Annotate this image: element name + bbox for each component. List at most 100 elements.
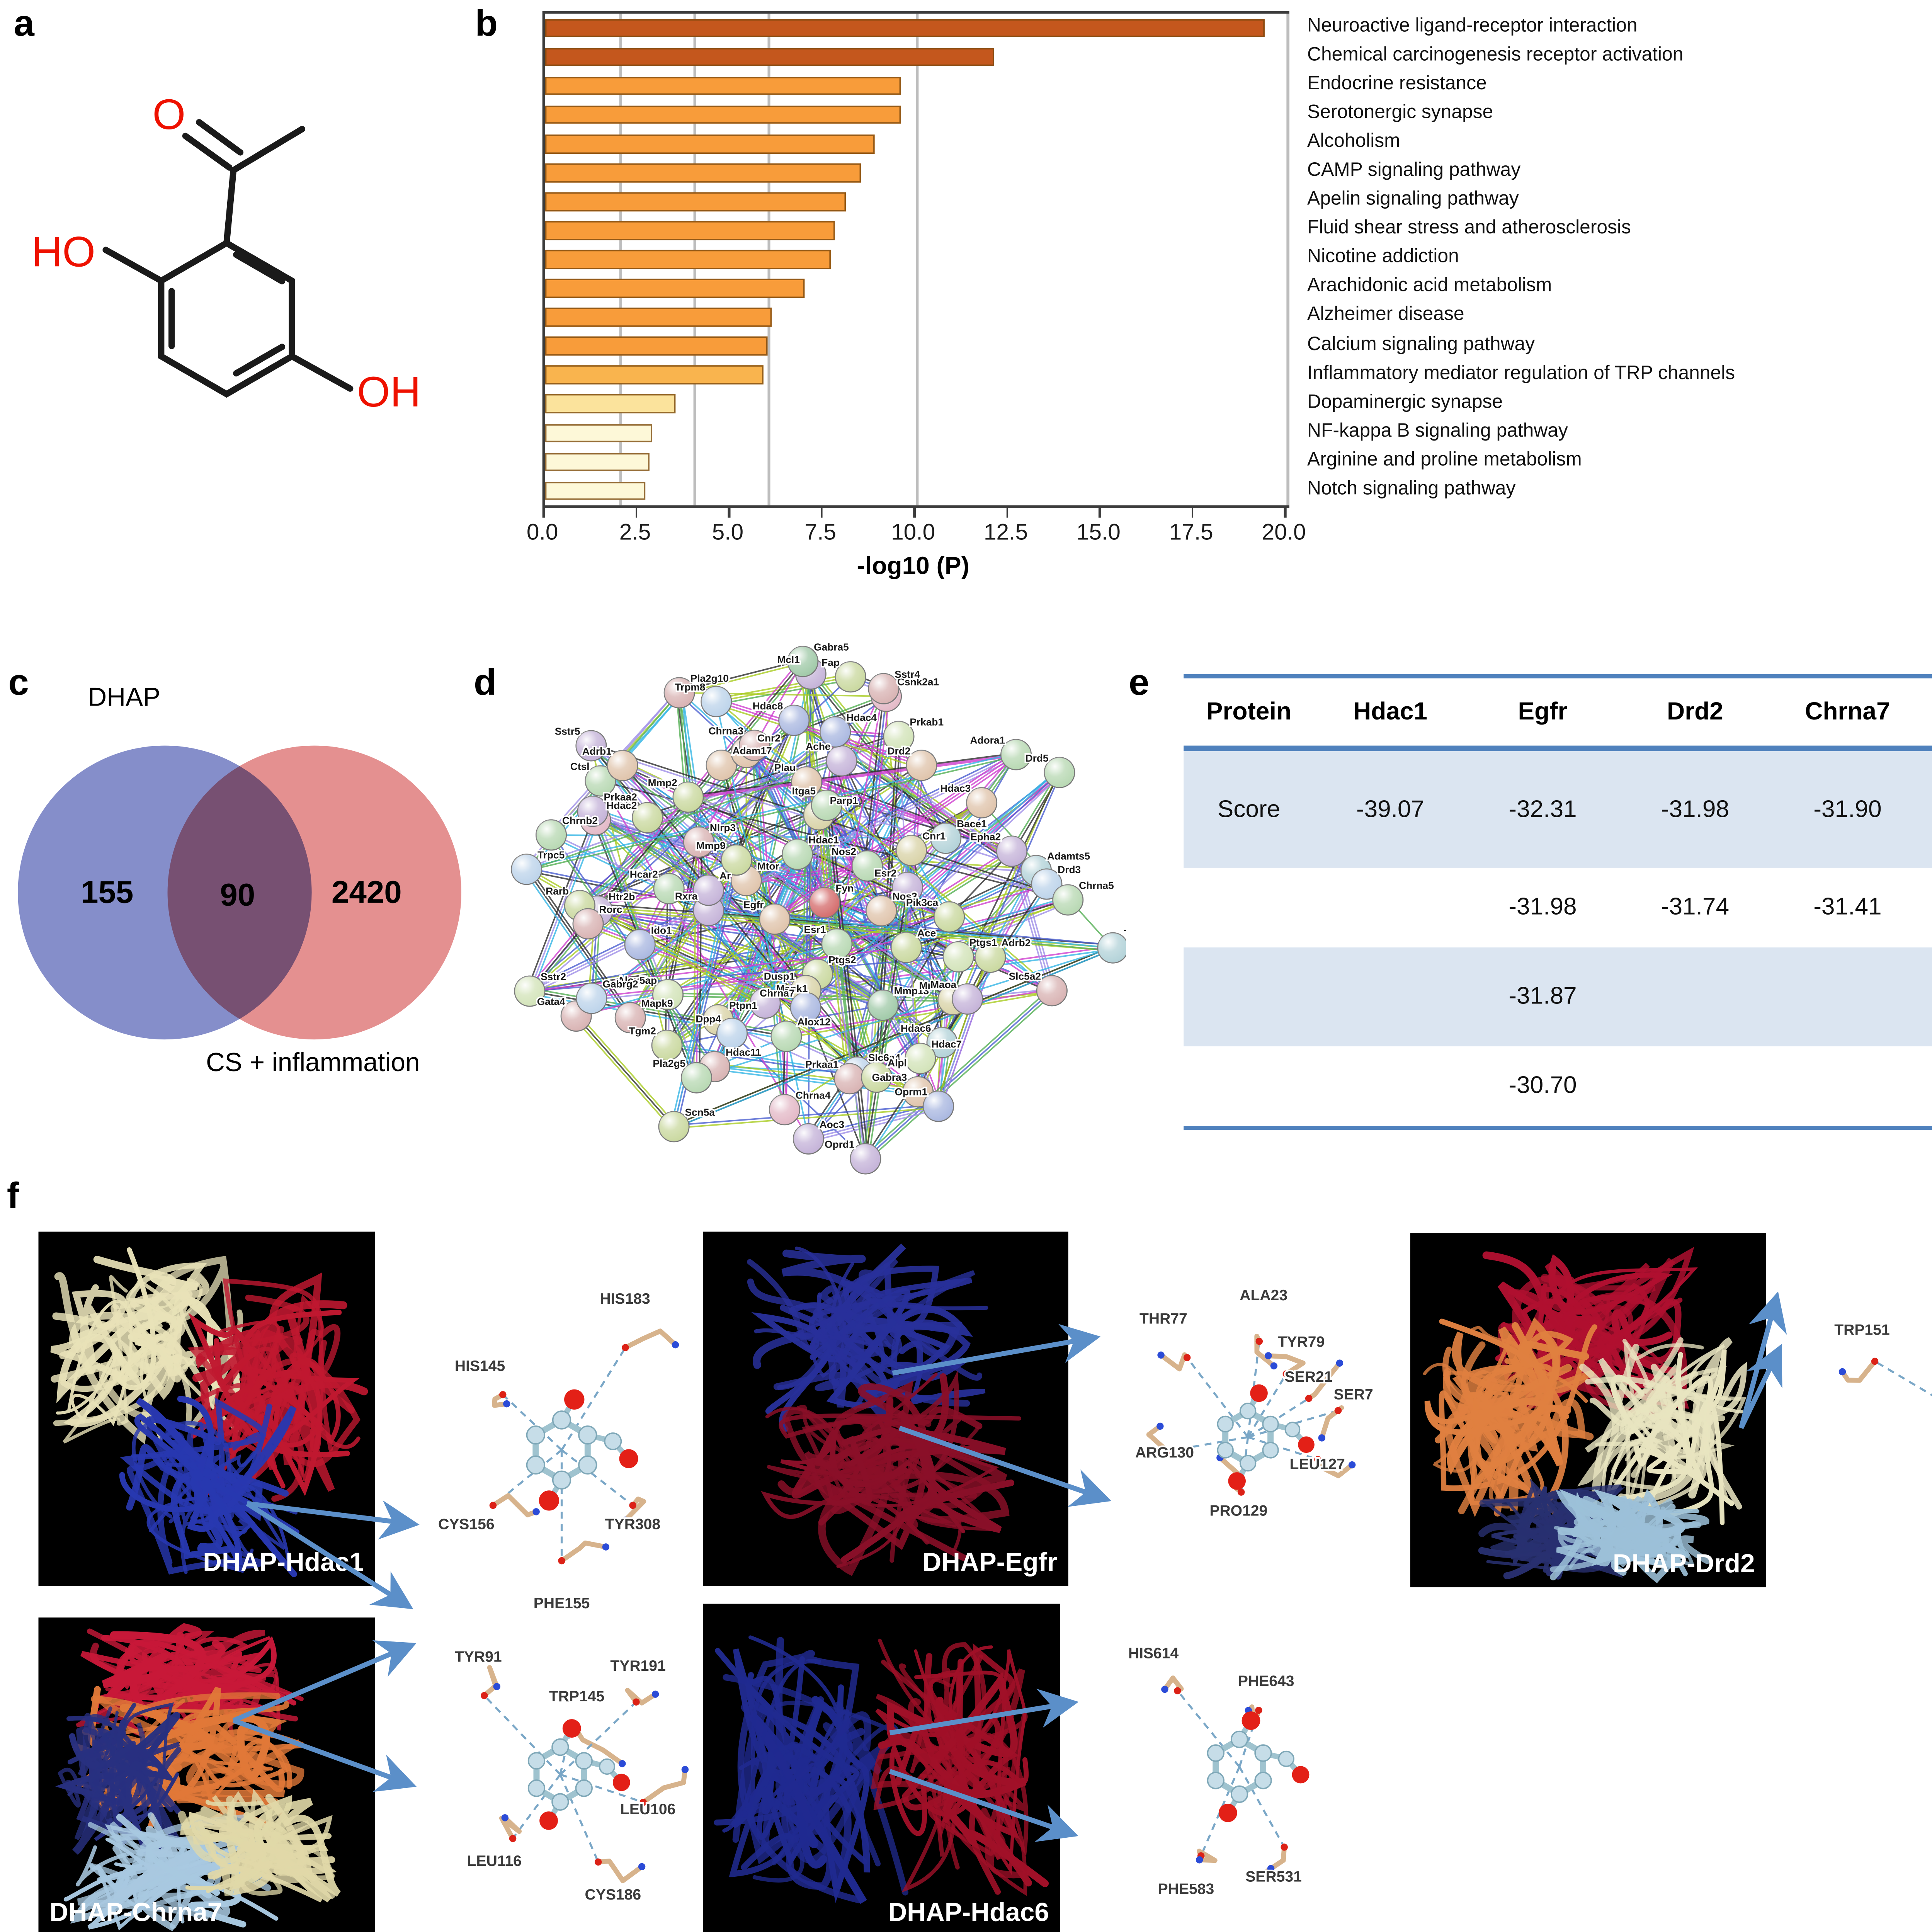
- oxygen-atom: [1334, 1407, 1342, 1414]
- network-node-shine: [821, 929, 852, 959]
- network-node-label: Mmp9: [696, 840, 726, 851]
- network-node-label: Parp1: [830, 794, 858, 806]
- network-edge: [529, 661, 804, 992]
- network-node-shine: [514, 976, 545, 1007]
- residue-label: PHE583: [1158, 1881, 1214, 1898]
- table-cell: -31.41: [1813, 893, 1882, 920]
- nitrogen-atom: [501, 1814, 509, 1821]
- network-node-label: Sstr2: [541, 971, 566, 983]
- network-edge: [805, 1007, 918, 1093]
- chart-bar: [545, 423, 653, 442]
- network-node-shine: [905, 1043, 935, 1074]
- table-cell: [1184, 1046, 1314, 1126]
- venn-count-set1: 155: [80, 874, 134, 910]
- network-node-shine: [891, 932, 922, 963]
- network-node-label: Hdac3: [940, 782, 971, 794]
- network-node-label: Dusp1: [764, 970, 795, 982]
- residue-stick: [625, 1688, 658, 1706]
- network-node-label: Slc5a2: [1009, 970, 1041, 982]
- network-node-label: Rorc: [599, 903, 622, 915]
- network-node-label: Adamts5: [1047, 850, 1090, 862]
- network-node-shine: [927, 1027, 957, 1058]
- network-nodes: [511, 646, 1126, 1175]
- table-cell: [1314, 947, 1466, 1046]
- hbond-dash: [512, 1774, 561, 1839]
- residue-label: TRP151: [1834, 1322, 1889, 1338]
- table-cell: -39.07: [1356, 794, 1425, 822]
- network-node-shine: [934, 901, 964, 932]
- ligand-oxygen: [539, 1811, 558, 1830]
- network-edge: [551, 833, 710, 910]
- network-edge: [529, 956, 959, 992]
- ligand-oxygen: [612, 1774, 630, 1791]
- protein-render-DHAP-Drd2: DHAP-Drd2: [1410, 1233, 1766, 1587]
- interaction-diagram: TRP151SER131TYR139VAL366: [1771, 1281, 1932, 1526]
- chart-gridline: [916, 14, 918, 505]
- x-tick: [1006, 508, 1008, 518]
- network-node-shine: [511, 854, 542, 884]
- pathway-label: CAMP signaling pathway: [1307, 158, 1521, 180]
- network-node-label: Scn5a: [685, 1106, 715, 1118]
- network-node-shine: [576, 983, 607, 1014]
- network-node-label: Adrb2: [1001, 937, 1031, 949]
- docking-score-table: ProteinHdac1EgfrDrd2Chrna7Hdac6Score-39.…: [1184, 674, 1932, 1131]
- ligand-carbon: [578, 1425, 597, 1445]
- pathway-label: Endocrine resistance: [1307, 71, 1487, 94]
- nitrogen-atom: [1265, 1352, 1272, 1359]
- network-node-label: Mapk9: [641, 997, 673, 1009]
- table-rule-header: [1184, 746, 1932, 751]
- network-node-shine: [1031, 869, 1062, 900]
- oxygen-atom: [633, 1698, 640, 1706]
- network-edge: [526, 869, 631, 1018]
- oxygen-atom: [489, 1502, 497, 1509]
- network-node-label: Chrna7: [760, 987, 795, 999]
- network-node-label: Gabra5: [814, 641, 849, 653]
- table-cell: -31.98: [1509, 893, 1577, 920]
- network-edge: [836, 688, 884, 944]
- network-node-label: Alox12: [797, 1016, 830, 1028]
- chart-bar: [545, 250, 831, 269]
- chart-bar: [545, 134, 875, 153]
- network-node-shine: [573, 908, 604, 939]
- ribbon-art: [714, 1635, 1049, 1904]
- network-edge: [867, 992, 1054, 1162]
- nitrogen-atom: [493, 1683, 500, 1690]
- pathway-label: Calcium signaling pathway: [1307, 332, 1535, 354]
- network-labels: FynEgfrHdac1Esr1MtorNos2Ptgs2Mmp9Nos3Rxr…: [536, 640, 1126, 1152]
- pathway-label: Neuroactive ligand-receptor interaction: [1307, 14, 1638, 36]
- network-node-label: Gabra3: [872, 1071, 907, 1083]
- chart-bar: [545, 192, 845, 211]
- network-node-shine: [834, 1063, 865, 1094]
- network-node-shine: [896, 835, 927, 866]
- network-node-shine: [615, 1002, 646, 1033]
- table-cell: Score: [1217, 794, 1281, 822]
- chart-bar: [545, 77, 901, 95]
- residue-stick: [623, 1497, 646, 1523]
- oxygen-atom: [1282, 1370, 1290, 1378]
- table-cell: [1314, 867, 1466, 947]
- network-node-shine: [706, 750, 737, 781]
- network-node-label: Mmp2: [648, 777, 677, 789]
- network-node-shine: [1053, 884, 1083, 915]
- ribbon-art: [55, 1623, 341, 1932]
- oxygen-atom: [594, 1858, 602, 1866]
- table-cell: [1314, 1046, 1466, 1126]
- network-edge: [673, 946, 1113, 1126]
- ligand-carbon: [1284, 1422, 1301, 1437]
- network-node-label: Fap: [821, 656, 840, 668]
- ribbon-art: [747, 1243, 1022, 1576]
- hbond-dash: [1238, 1766, 1286, 1848]
- table-cell: [1619, 947, 1771, 1046]
- pathway-label: NF-kappa B signaling pathway: [1307, 418, 1568, 440]
- network-node-shine: [1037, 975, 1067, 1006]
- ribbon-art: [50, 1247, 368, 1577]
- network-node-label: Ptgs1: [969, 937, 997, 948]
- network-node-shine: [930, 823, 961, 854]
- oxygen-atom: [1163, 1447, 1170, 1455]
- network-node-label: Oprm1: [895, 1086, 928, 1098]
- nitrogen-atom: [1318, 1434, 1326, 1442]
- residue-label: HIS183: [600, 1291, 650, 1307]
- x-tick-label: 10.0: [891, 520, 935, 545]
